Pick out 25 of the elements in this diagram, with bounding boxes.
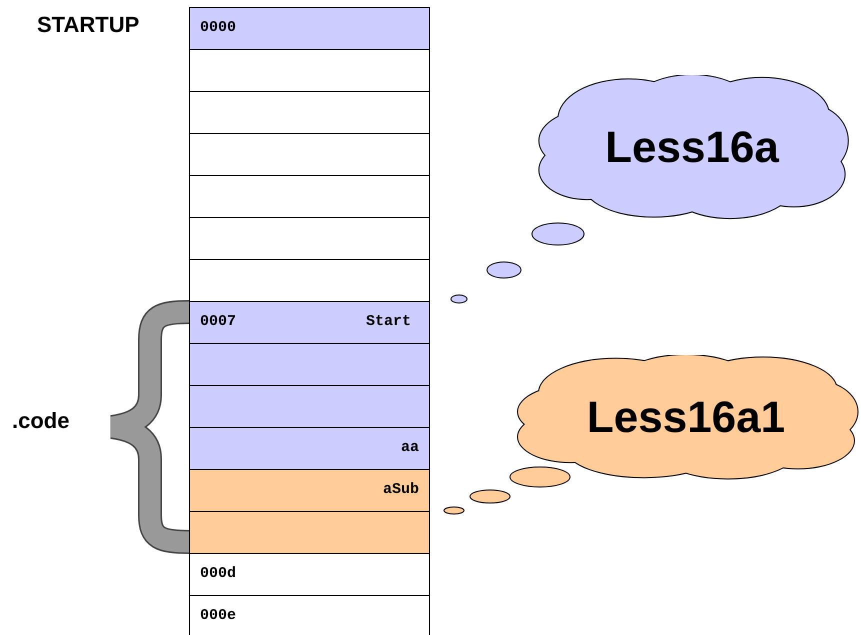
memory-cell [189, 469, 430, 512]
memory-cell [189, 7, 430, 50]
memory-cell [189, 595, 430, 635]
symbol-label: aSub [382, 480, 419, 500]
symbol-label: aa [400, 438, 419, 458]
memory-cell [189, 553, 430, 596]
address-label: 0000 [200, 18, 236, 38]
memory-cell [189, 217, 430, 260]
memory-cell [189, 385, 430, 428]
memory-cell [189, 175, 430, 218]
memory-cell [189, 301, 430, 344]
segment-label: .code [12, 410, 70, 432]
segment-label: STARTUP [37, 14, 140, 36]
memory-cell [189, 427, 430, 470]
memory-cell [189, 343, 430, 386]
memory-cell [189, 511, 430, 554]
cloud-title: Less16a1 [586, 396, 786, 440]
address-label: 000e [200, 606, 236, 626]
address-label: 0007 [200, 312, 236, 332]
memory-cell [189, 133, 430, 176]
memory-cell [189, 91, 430, 134]
symbol-label: Start [366, 312, 411, 332]
memory-cell [189, 259, 430, 302]
memory-cell [189, 49, 430, 92]
address-label: 000d [200, 564, 236, 584]
